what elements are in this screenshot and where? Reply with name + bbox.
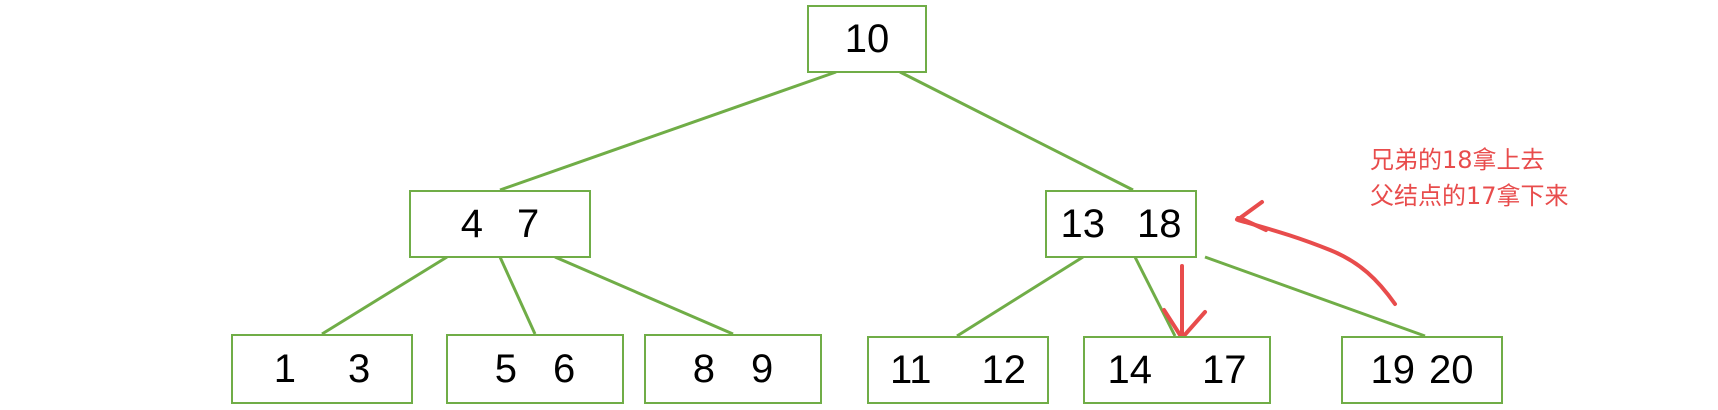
edge-left-leaf3 — [554, 255, 734, 336]
node-key: 7 — [517, 202, 540, 246]
tree-node-right-internal: 13 18 — [1045, 190, 1197, 258]
node-key: 14 — [1107, 348, 1153, 392]
edge-left-leaf2 — [498, 256, 537, 335]
edge-right-leaf5 — [1133, 256, 1177, 337]
node-key: 10 — [844, 17, 890, 61]
tree-leaf-5: 14 17 — [1083, 336, 1271, 404]
annotation-line-1: 兄弟的18拿上去 — [1370, 146, 1545, 174]
node-key: 19 — [1370, 348, 1416, 392]
node-key: 3 — [348, 347, 371, 391]
tree-leaf-4: 11 12 — [867, 336, 1049, 404]
edge-root-left — [499, 70, 837, 192]
tree-node-root: 10 — [807, 5, 927, 73]
tree-leaf-2: 5 6 — [446, 334, 624, 404]
tree-node-left-internal: 4 7 — [409, 190, 591, 258]
node-key: 13 — [1060, 202, 1106, 246]
annotation-text: 兄弟的18拿上去 父结点的17拿下来 — [1370, 142, 1569, 214]
node-key: 9 — [751, 347, 774, 391]
node-key: 20 — [1429, 348, 1474, 392]
node-key: 4 — [460, 202, 483, 246]
edge-left-leaf1 — [321, 255, 448, 336]
node-key: 11 — [889, 348, 932, 392]
tree-leaf-1: 1 3 — [231, 334, 413, 404]
red-curved-arrow — [1235, 216, 1397, 306]
node-key: 1 — [273, 347, 296, 391]
edge-right-leaf6 — [1204, 255, 1426, 338]
edge-root-right — [899, 70, 1134, 192]
tree-leaf-6: 19 20 — [1341, 336, 1503, 404]
node-key: 18 — [1137, 202, 1182, 246]
node-key: 6 — [553, 347, 576, 391]
red-curved-arrow-head — [1238, 200, 1268, 232]
node-key: 5 — [494, 347, 517, 391]
node-key: 12 — [981, 348, 1027, 392]
tree-leaf-3: 8 9 — [644, 334, 822, 404]
node-key: 8 — [692, 347, 715, 391]
annotation-line-2: 父结点的17拿下来 — [1370, 182, 1569, 210]
node-key: 17 — [1202, 348, 1247, 392]
edge-right-leaf4 — [956, 255, 1084, 338]
